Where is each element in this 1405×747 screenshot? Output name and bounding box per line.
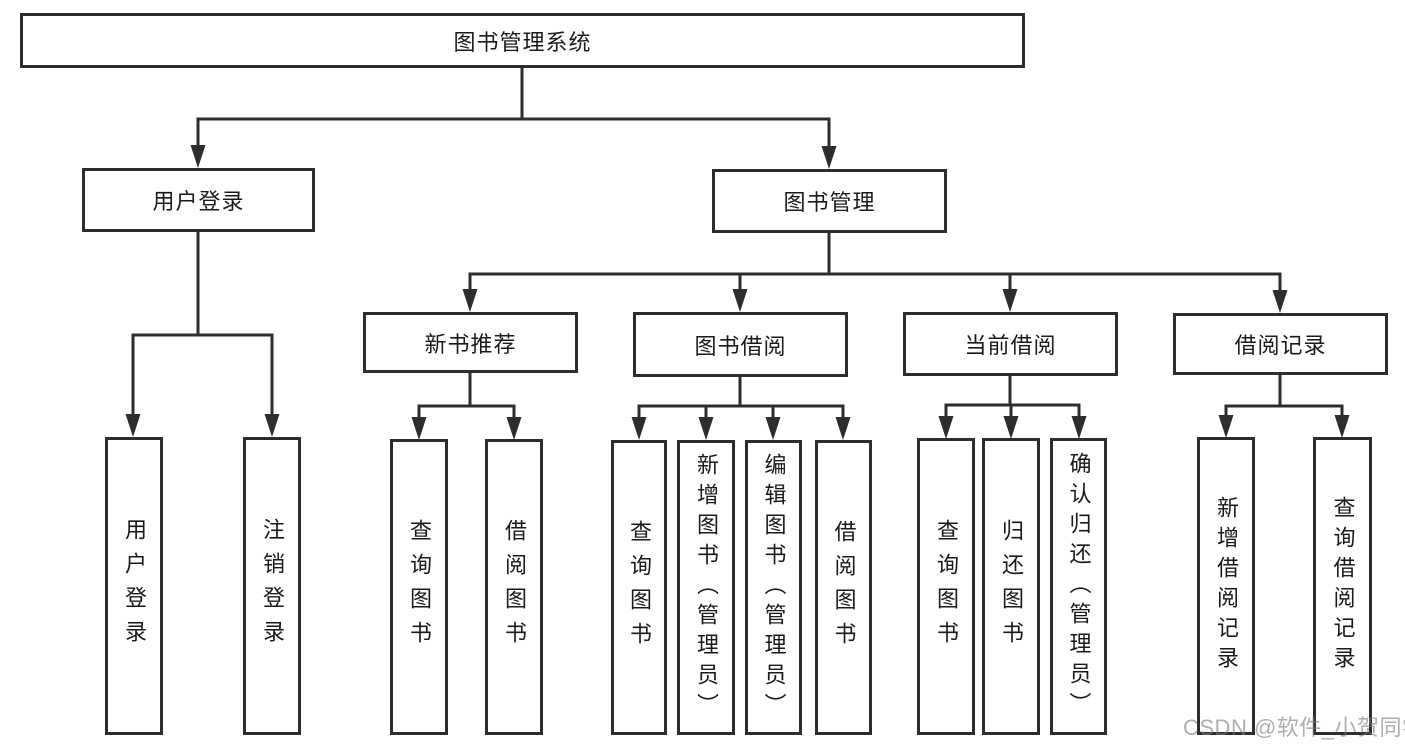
leaf-borrowing-borrow-books: 借阅图书	[815, 440, 872, 735]
csdn-watermark: CSDN @软件_小贺同学	[1183, 715, 1405, 740]
connector-path	[131, 68, 1344, 419]
node-book-borrowing: 图书借阅	[633, 312, 848, 377]
leaf-recommend-borrow-books: 借阅图书	[485, 439, 543, 735]
leaf-records-query-record: 查询借阅记录	[1313, 437, 1372, 735]
node-root-library-system: 图书管理系统	[20, 13, 1025, 68]
leaf-borrowing-add-books-admin: 新增图书（管理员）	[677, 440, 735, 735]
node-new-book-recommend: 新书推荐	[363, 312, 578, 373]
leaf-current-query-books: 查询图书	[917, 438, 975, 735]
leaf-current-return-books: 归还图书	[982, 438, 1040, 735]
leaf-borrowing-query-books: 查询图书	[611, 440, 667, 735]
node-current-borrowing: 当前借阅	[903, 312, 1118, 376]
leaf-user-login: 用户登录	[105, 437, 163, 735]
arrowheads	[125, 145, 1350, 440]
leaf-records-add-record: 新增借阅记录	[1197, 437, 1255, 735]
node-book-management: 图书管理	[712, 169, 947, 233]
leaf-recommend-query-books: 查询图书	[390, 439, 448, 735]
leaf-current-confirm-return-admin: 确认归还（管理员）	[1050, 438, 1107, 735]
node-borrowing-records: 借阅记录	[1173, 313, 1388, 375]
leaf-borrowing-edit-books-admin: 编辑图书（管理员）	[745, 440, 802, 735]
leaf-logout: 注销登录	[243, 437, 301, 735]
node-user-login: 用户登录	[82, 168, 315, 232]
